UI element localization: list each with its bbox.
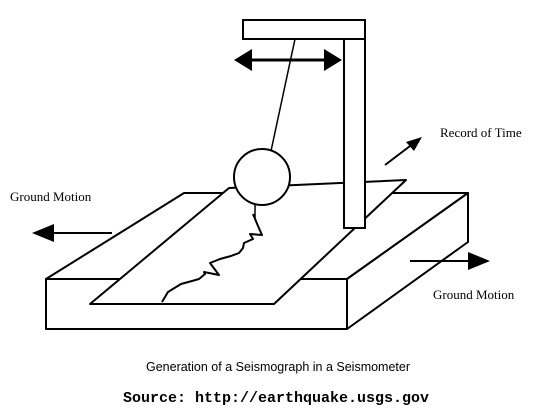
pendulum-mass [233,148,291,206]
pendulum-motion-arrow [234,49,342,71]
label-record-of-time: Record of Time [440,125,522,140]
seismograph-trace [161,213,263,303]
figure-source: Source: http://earthquake.usgs.gov [123,390,429,407]
vertical-post [343,19,366,229]
ground-motion-left-arrow [32,224,112,242]
ground-motion-right-arrow [410,252,490,270]
top-bar [242,19,366,40]
figure-caption: Generation of a Seismograph in a Seismom… [146,360,410,374]
label-ground-motion-left: Ground Motion [10,189,92,204]
base-side-face [346,192,469,330]
record-of-time-arrow [384,137,422,166]
pendulum-string [270,38,296,152]
label-ground-motion-right: Ground Motion [433,287,515,302]
